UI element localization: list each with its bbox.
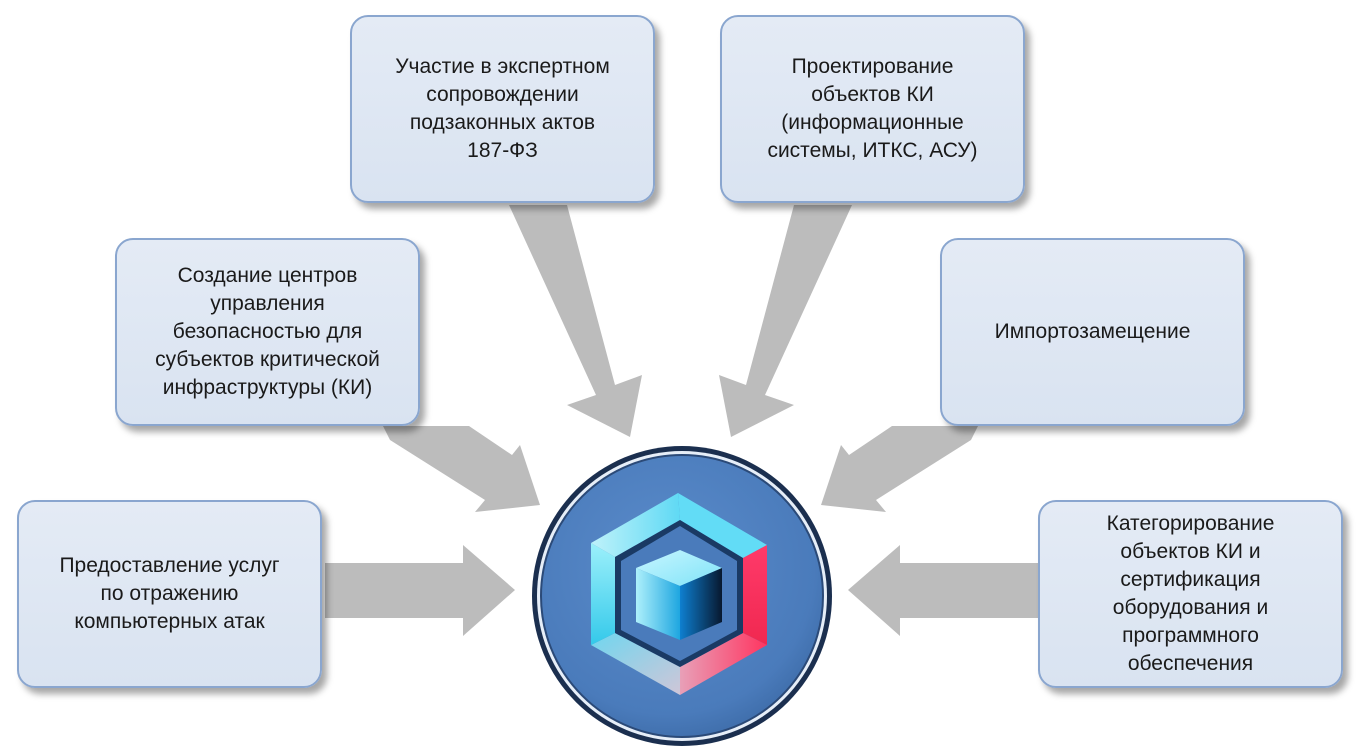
box-categorization-certification: Категорирование объектов КИ и сертификац… <box>1038 500 1343 688</box>
box-attack-response-services: Предоставление услуг по отражению компью… <box>17 500 322 688</box>
box-categorization-certification-text: Категорирование объектов КИ и сертификац… <box>1106 512 1275 675</box>
hex-segment-top-left <box>591 493 680 557</box>
arrow-from-services <box>325 545 515 636</box>
box-import-substitution: Импортозамещение <box>940 238 1245 426</box>
box-ki-design: Проектирование объектов КИ (информационн… <box>720 15 1025 203</box>
box-attack-response-services-text: Предоставление услуг по отражению компью… <box>59 554 280 633</box>
arrow-from-soc <box>383 426 540 512</box>
arrow-from-design <box>719 205 852 437</box>
hex-segment-right <box>743 545 767 645</box>
cube-right-face <box>680 568 722 640</box>
box-security-centers-text: Создание центров управления безопасность… <box>155 264 380 399</box>
arrow-from-participation <box>509 205 642 437</box>
hex-segment-bottom-left <box>591 633 680 695</box>
hex-segment-top-right <box>678 493 767 558</box>
cube-left-face <box>636 568 680 640</box>
hex-segment-left <box>591 543 615 645</box>
box-import-substitution-text: Импортозамещение <box>994 320 1191 343</box>
arrows <box>325 205 1038 636</box>
box-security-centers: Создание центров управления безопасность… <box>115 238 420 426</box>
hex-segment-bottom-right <box>680 633 767 695</box>
arrow-from-import <box>821 426 978 512</box>
box-ki-design-text: Проектирование объектов КИ (информационн… <box>767 55 978 162</box>
box-expert-participation-text: Участие в экспертном сопровождении подза… <box>395 55 610 162</box>
arrow-from-categorization <box>848 545 1038 636</box>
hexagon-cube-logo <box>591 493 767 695</box>
box-expert-participation: Участие в экспертном сопровождении подза… <box>350 15 655 203</box>
cube-top-face <box>636 550 722 586</box>
